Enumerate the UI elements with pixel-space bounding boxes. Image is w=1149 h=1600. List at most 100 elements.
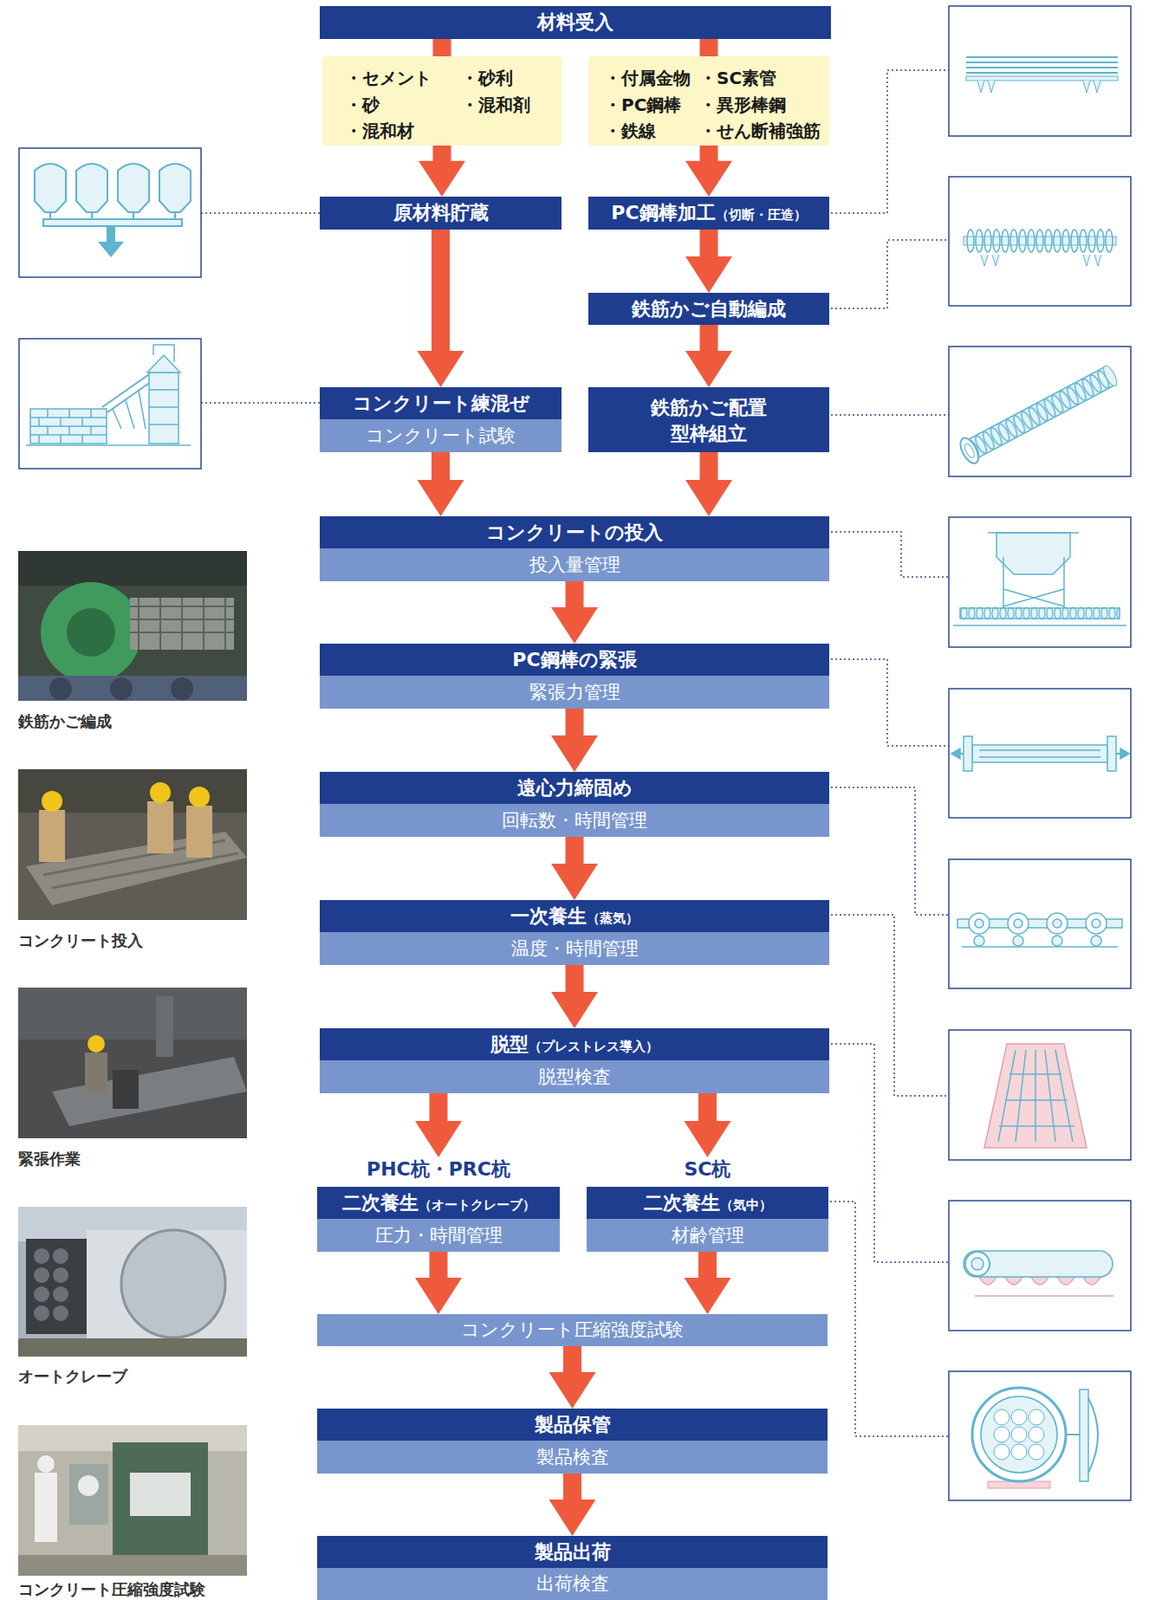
flow-arrow-shape [415,1252,462,1315]
step-band: PC鋼棒加工（切断・圧造） [588,196,830,230]
step-text: PC鋼棒加工 [610,201,715,224]
material-item: ・鉄線 [603,118,700,146]
pile-type-heading: SC杭 [586,1157,829,1182]
rebar-cage-illustration [963,227,1117,267]
control-text: 脱型検査 [538,1066,611,1088]
control-band: コンクリート圧縮強度試験 [317,1314,828,1347]
step-text: SC杭 [684,1158,732,1181]
flow-arrow-shape [549,1473,597,1537]
hopper-illustration [953,532,1127,626]
pile-type-heading: PHC杭・PRC杭 [317,1157,560,1182]
step-note: （プレストレス導入） [528,1038,659,1055]
cage-in-mold-illustration [956,361,1121,467]
step-text: 材料受入 [537,11,614,33]
flow-arrow-shape [685,145,733,197]
step-band: 製品保管 [317,1408,828,1442]
material-list-box: ・セメント・砂利・砂・混和剤・混和材 [322,56,562,146]
material-item: ・せん断補強筋 [699,118,830,146]
spinning-illustration [957,913,1123,948]
process-box: 鉄筋かご配置 型枠組立 [588,387,830,453]
photo-tensioning [18,987,247,1139]
control-band: 出荷検査 [317,1568,828,1600]
step-band: 遠心力締固め [319,772,830,805]
flow-arrow [415,1093,462,1158]
material-list-box: ・付属金物・SC素管・PC鋼棒・異形棒鋼・鉄線・せん断補強筋 [588,56,830,146]
control-band: 脱型検査 [319,1060,830,1094]
flow-arrow [417,229,465,388]
flow-arrow-shape [685,324,733,388]
step-note: （気中） [720,1197,773,1214]
process-box: 製品出荷出荷検査 [317,1536,828,1600]
process-box: 脱型（プレストレス導入） 脱型検査 [319,1028,830,1094]
flow-arrow-shape [551,965,598,1029]
tension-illustration [951,736,1130,772]
flow-arrow [551,837,598,901]
material-item: ・異形棒鋼 [699,92,830,120]
flow-arrow [685,324,733,388]
flow-arrow-shape [685,452,733,517]
flow-arrow [551,965,598,1029]
process-box: コンクリート圧縮強度試験 [317,1314,828,1347]
photo-caption: 緊張作業 [18,1149,81,1169]
control-band: コンクリート試験 [319,419,562,453]
curing-chamber-illustration [984,1044,1087,1149]
flow-arrow-shape [415,1093,462,1158]
process-box: PHC杭・PRC杭二次養生（オートクレーブ）圧力・時間管理 [317,1187,560,1253]
process-box: コンクリート練混ぜコンクリート試験 [319,387,562,453]
step-note: （切断・圧造） [715,207,807,223]
control-text: 緊張力管理 [529,681,621,703]
step-band: 鉄筋かご自動編成 [588,292,830,325]
plant-illustration [25,344,191,446]
process-box: PC鋼棒加工（切断・圧造） [588,196,830,230]
process-box: 材料受入 [319,6,831,39]
control-text: 製品検査 [536,1447,610,1468]
silo-illustration [34,163,191,258]
material-item: ・混和剤 [460,92,562,120]
control-band: 製品検査 [317,1441,828,1474]
step-note: （オートクレーブ） [418,1197,536,1214]
process-box: 遠心力締固め回転数・時間管理 [319,772,830,838]
material-item: ・砂利 [460,65,562,93]
flow-arrow-shape [551,708,598,773]
step-text: 二次養生 [342,1192,419,1214]
flow-arrow-shape [684,1252,732,1315]
step-band: 製品出荷 [317,1536,828,1569]
control-band: 材齢管理 [586,1219,829,1253]
photo-autoclave [18,1207,247,1357]
demolded-pile-illustration [963,1251,1114,1297]
step-text: 二次養生 [643,1192,721,1214]
process-box: 原材料貯蔵 [319,196,562,230]
flow-arrow [685,145,733,197]
process-box: コンクリートの投入投入量管理 [319,516,830,582]
photo-cage-forming [18,551,247,702]
control-text: 投入量管理 [529,554,621,576]
control-text: コンクリート試験 [365,425,516,447]
flow-arrow [685,229,733,293]
step-text: 一次養生 [510,905,587,928]
flow-arrow-shape [551,581,598,644]
flow-arrow [700,38,719,57]
flow-arrow [549,1473,597,1537]
flow-arrow-shape [433,38,452,57]
process-box: PC鋼棒の緊張緊張力管理 [319,643,830,709]
flow-arrow [549,1346,597,1409]
step-text: PHC杭・PRC杭 [366,1158,511,1181]
flow-arrow [684,1093,732,1158]
steel-rod-illustration [966,57,1118,93]
step-band: 材料受入 [319,6,831,39]
step-text: コンクリート練混ぜ [352,392,530,415]
flow-arrow-shape [417,229,465,388]
photo-caption: コンクリート投入 [18,931,143,951]
leader-lines [201,70,949,1437]
control-band: 圧力・時間管理 [317,1219,560,1253]
step-note: （蒸気） [586,910,639,927]
control-text: 圧力・時間管理 [375,1225,503,1247]
control-text: 温度・時間管理 [511,938,639,960]
step-band: PC鋼棒の緊張 [319,643,830,676]
control-text: 出荷検査 [536,1573,610,1595]
flow-arrow-shape [684,1093,732,1158]
process-box: 一次養生（蒸気） 温度・時間管理 [319,900,830,966]
control-band: 投入量管理 [319,548,830,582]
step-band: 脱型（プレストレス導入） [319,1028,830,1061]
flow-arrow-shape [700,38,719,57]
